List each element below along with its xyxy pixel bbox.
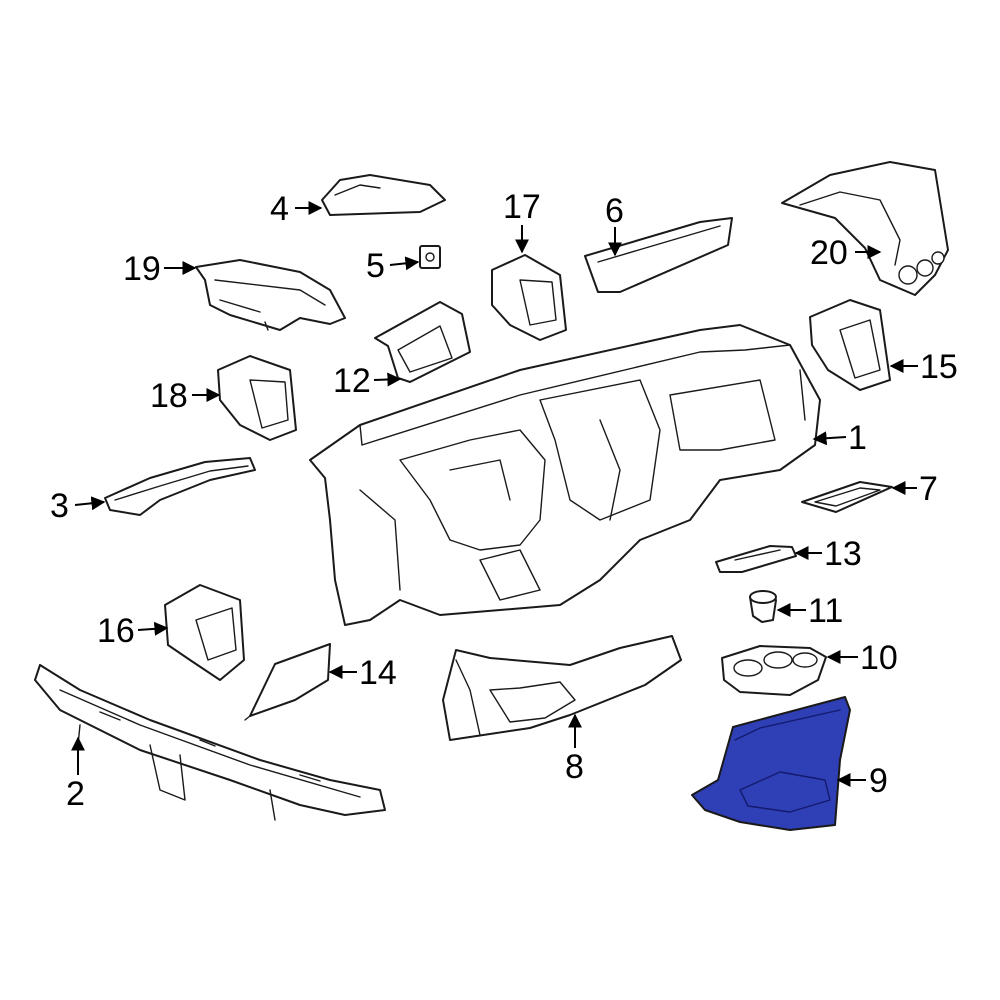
part-4-cover[interactable] bbox=[321, 174, 446, 216]
callout-2: 2 bbox=[66, 775, 85, 813]
callout-17: 17 bbox=[503, 188, 541, 226]
callout-16: 16 bbox=[97, 612, 135, 650]
part-9-console-highlighted[interactable] bbox=[691, 696, 851, 831]
callout-19: 19 bbox=[123, 250, 161, 288]
callout-6: 6 bbox=[605, 192, 624, 230]
leader-5 bbox=[389, 256, 420, 271]
part-3-trim-strip[interactable] bbox=[104, 457, 256, 516]
part-20-cluster-bezel[interactable] bbox=[781, 161, 949, 296]
leader-16 bbox=[137, 621, 169, 636]
part-12-bezel[interactable] bbox=[374, 301, 471, 383]
part-16-left-vent[interactable] bbox=[164, 584, 245, 681]
callout-20: 20 bbox=[810, 234, 848, 272]
part-19-upper-cover[interactable] bbox=[195, 259, 346, 331]
part-7-pad[interactable] bbox=[801, 481, 893, 513]
part-11-cup-insert[interactable] bbox=[749, 590, 777, 623]
part-18-left-vent[interactable] bbox=[217, 355, 297, 441]
callout-3: 3 bbox=[50, 487, 69, 525]
callout-10: 10 bbox=[860, 639, 898, 677]
leader-1 bbox=[812, 431, 847, 446]
callout-numbers: 1 2 3 4 5 6 7 8 9 10 11 12 13 14 15 16 1… bbox=[50, 188, 958, 813]
callout-18: 18 bbox=[150, 377, 188, 415]
callout-8: 8 bbox=[565, 748, 584, 786]
leader-12 bbox=[373, 372, 402, 387]
part-13-switch-panel[interactable] bbox=[715, 545, 797, 573]
callout-15: 15 bbox=[920, 348, 958, 386]
part-17-center-vent[interactable] bbox=[491, 254, 567, 341]
leader-3 bbox=[74, 496, 106, 511]
callout-1: 1 bbox=[848, 419, 867, 457]
part-15-right-vent[interactable] bbox=[809, 299, 891, 391]
part-10-cup-holder[interactable] bbox=[721, 645, 827, 696]
part-1-instrument-panel[interactable] bbox=[309, 324, 821, 626]
part-14-door-panel[interactable] bbox=[244, 643, 331, 721]
callout-11: 11 bbox=[808, 592, 843, 630]
callout-7: 7 bbox=[919, 470, 938, 508]
part-8-lower-panel[interactable] bbox=[442, 635, 682, 741]
leader-lines bbox=[71, 201, 918, 787]
part-2-cross-car-beam[interactable] bbox=[34, 664, 386, 821]
callout-5: 5 bbox=[366, 247, 385, 285]
callout-14: 14 bbox=[359, 654, 397, 692]
callout-12: 12 bbox=[333, 362, 371, 400]
callout-4: 4 bbox=[270, 190, 289, 228]
part-5-clip[interactable] bbox=[419, 245, 441, 269]
callout-9: 9 bbox=[869, 762, 888, 800]
callout-13: 13 bbox=[824, 535, 862, 573]
